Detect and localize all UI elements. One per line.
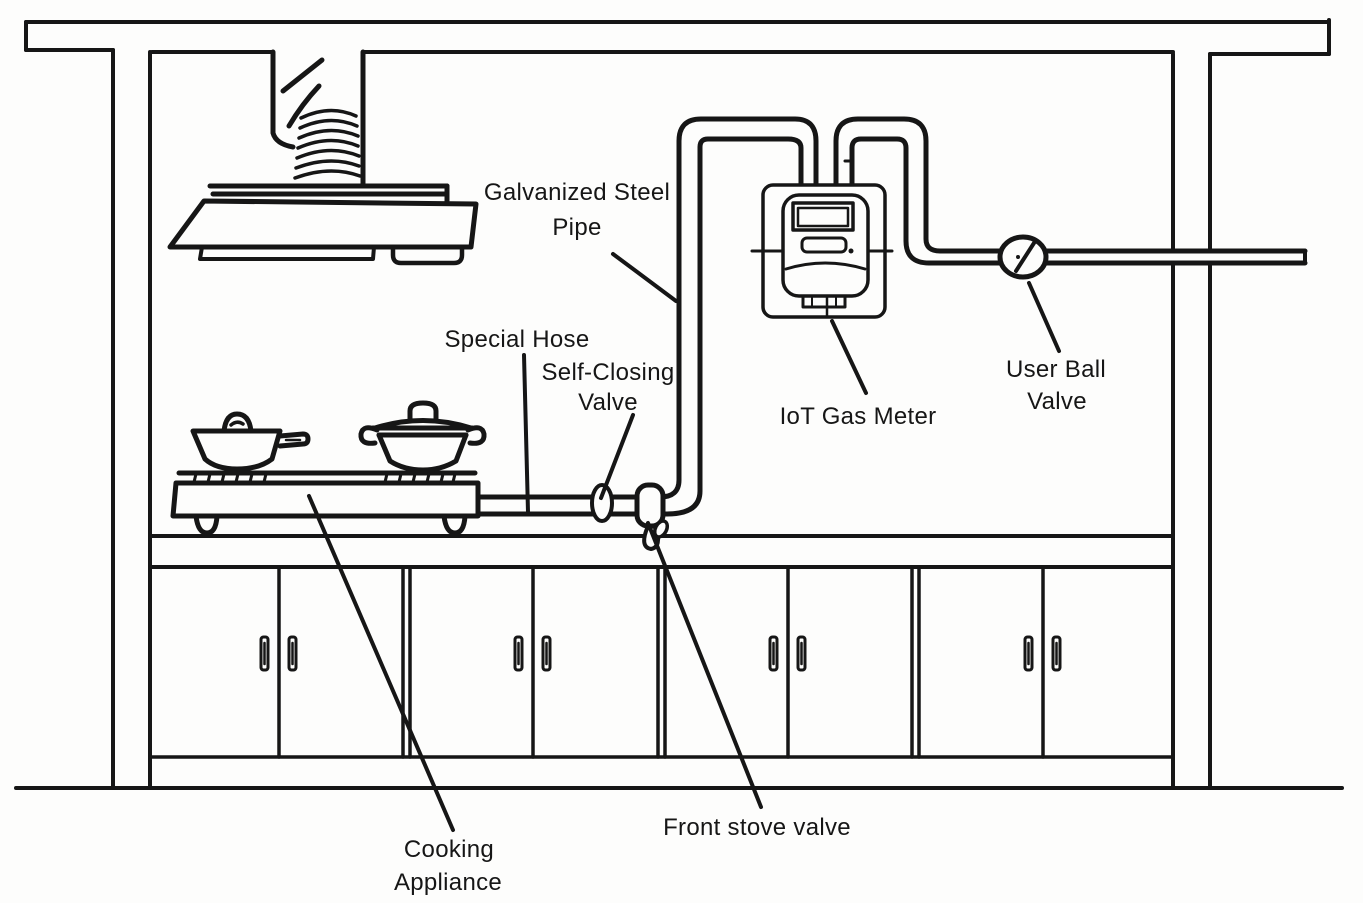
label-user-ball-valve-line1: User Ball — [1006, 356, 1106, 383]
labels: Galvanized Steel Pipe Special Hose Self-… — [394, 179, 1106, 896]
leader-lines — [307, 252, 1061, 832]
label-iot-gas-meter: IoT Gas Meter — [780, 403, 937, 430]
label-galvanized-steel-pipe-line2: Pipe — [552, 214, 601, 241]
self-closing-valve — [590, 483, 614, 523]
leader-cooking-appliance — [307, 494, 455, 832]
stove-foot-right — [441, 513, 468, 536]
room-structure — [14, 18, 1344, 790]
meter-indicator-dot — [848, 248, 854, 254]
gas-stove — [170, 470, 481, 536]
leader-self-closing-valve — [599, 413, 635, 500]
exhaust-duct — [270, 49, 366, 189]
leader-user-ball-valve — [1027, 281, 1061, 353]
cabinet-door-handles — [259, 635, 1062, 672]
leader-special-hose — [522, 353, 530, 514]
countertop — [148, 534, 1175, 569]
front-stove-valve — [634, 482, 670, 551]
leader-iot-gas-meter — [830, 319, 868, 395]
left-wall — [111, 48, 152, 790]
leader-front-stove-valve — [646, 521, 763, 809]
range-hood — [167, 183, 479, 266]
label-galvanized-steel-pipe-line1: Galvanized Steel — [484, 179, 670, 206]
label-self-closing-valve-line1: Self-Closing — [542, 359, 675, 386]
stock-pot — [358, 400, 487, 473]
base-cabinets — [148, 565, 1175, 759]
burner-grate-marks — [192, 472, 457, 484]
ceiling — [24, 18, 1331, 56]
iot-gas-meter — [750, 183, 894, 319]
label-cooking-appliance-line1: Cooking — [404, 836, 494, 863]
leader-galvanized-pipe — [611, 252, 678, 303]
label-cooking-appliance-line2: Appliance — [394, 869, 502, 896]
label-front-stove-valve: Front stove valve — [663, 814, 851, 841]
label-self-closing-valve-line2: Valve — [578, 389, 638, 416]
galvanized-steel-pipe — [657, 116, 819, 517]
label-user-ball-valve-line2: Valve — [1027, 388, 1087, 415]
stove-foot-left — [193, 513, 220, 536]
right-wall — [1171, 52, 1212, 790]
supply-pipe-through-wall — [833, 116, 1308, 266]
meter-display — [791, 201, 855, 232]
user-ball-valve — [997, 234, 1049, 280]
duct-corrugations — [293, 108, 362, 180]
label-special-hose: Special Hose — [444, 326, 589, 353]
saucepan — [190, 411, 311, 472]
